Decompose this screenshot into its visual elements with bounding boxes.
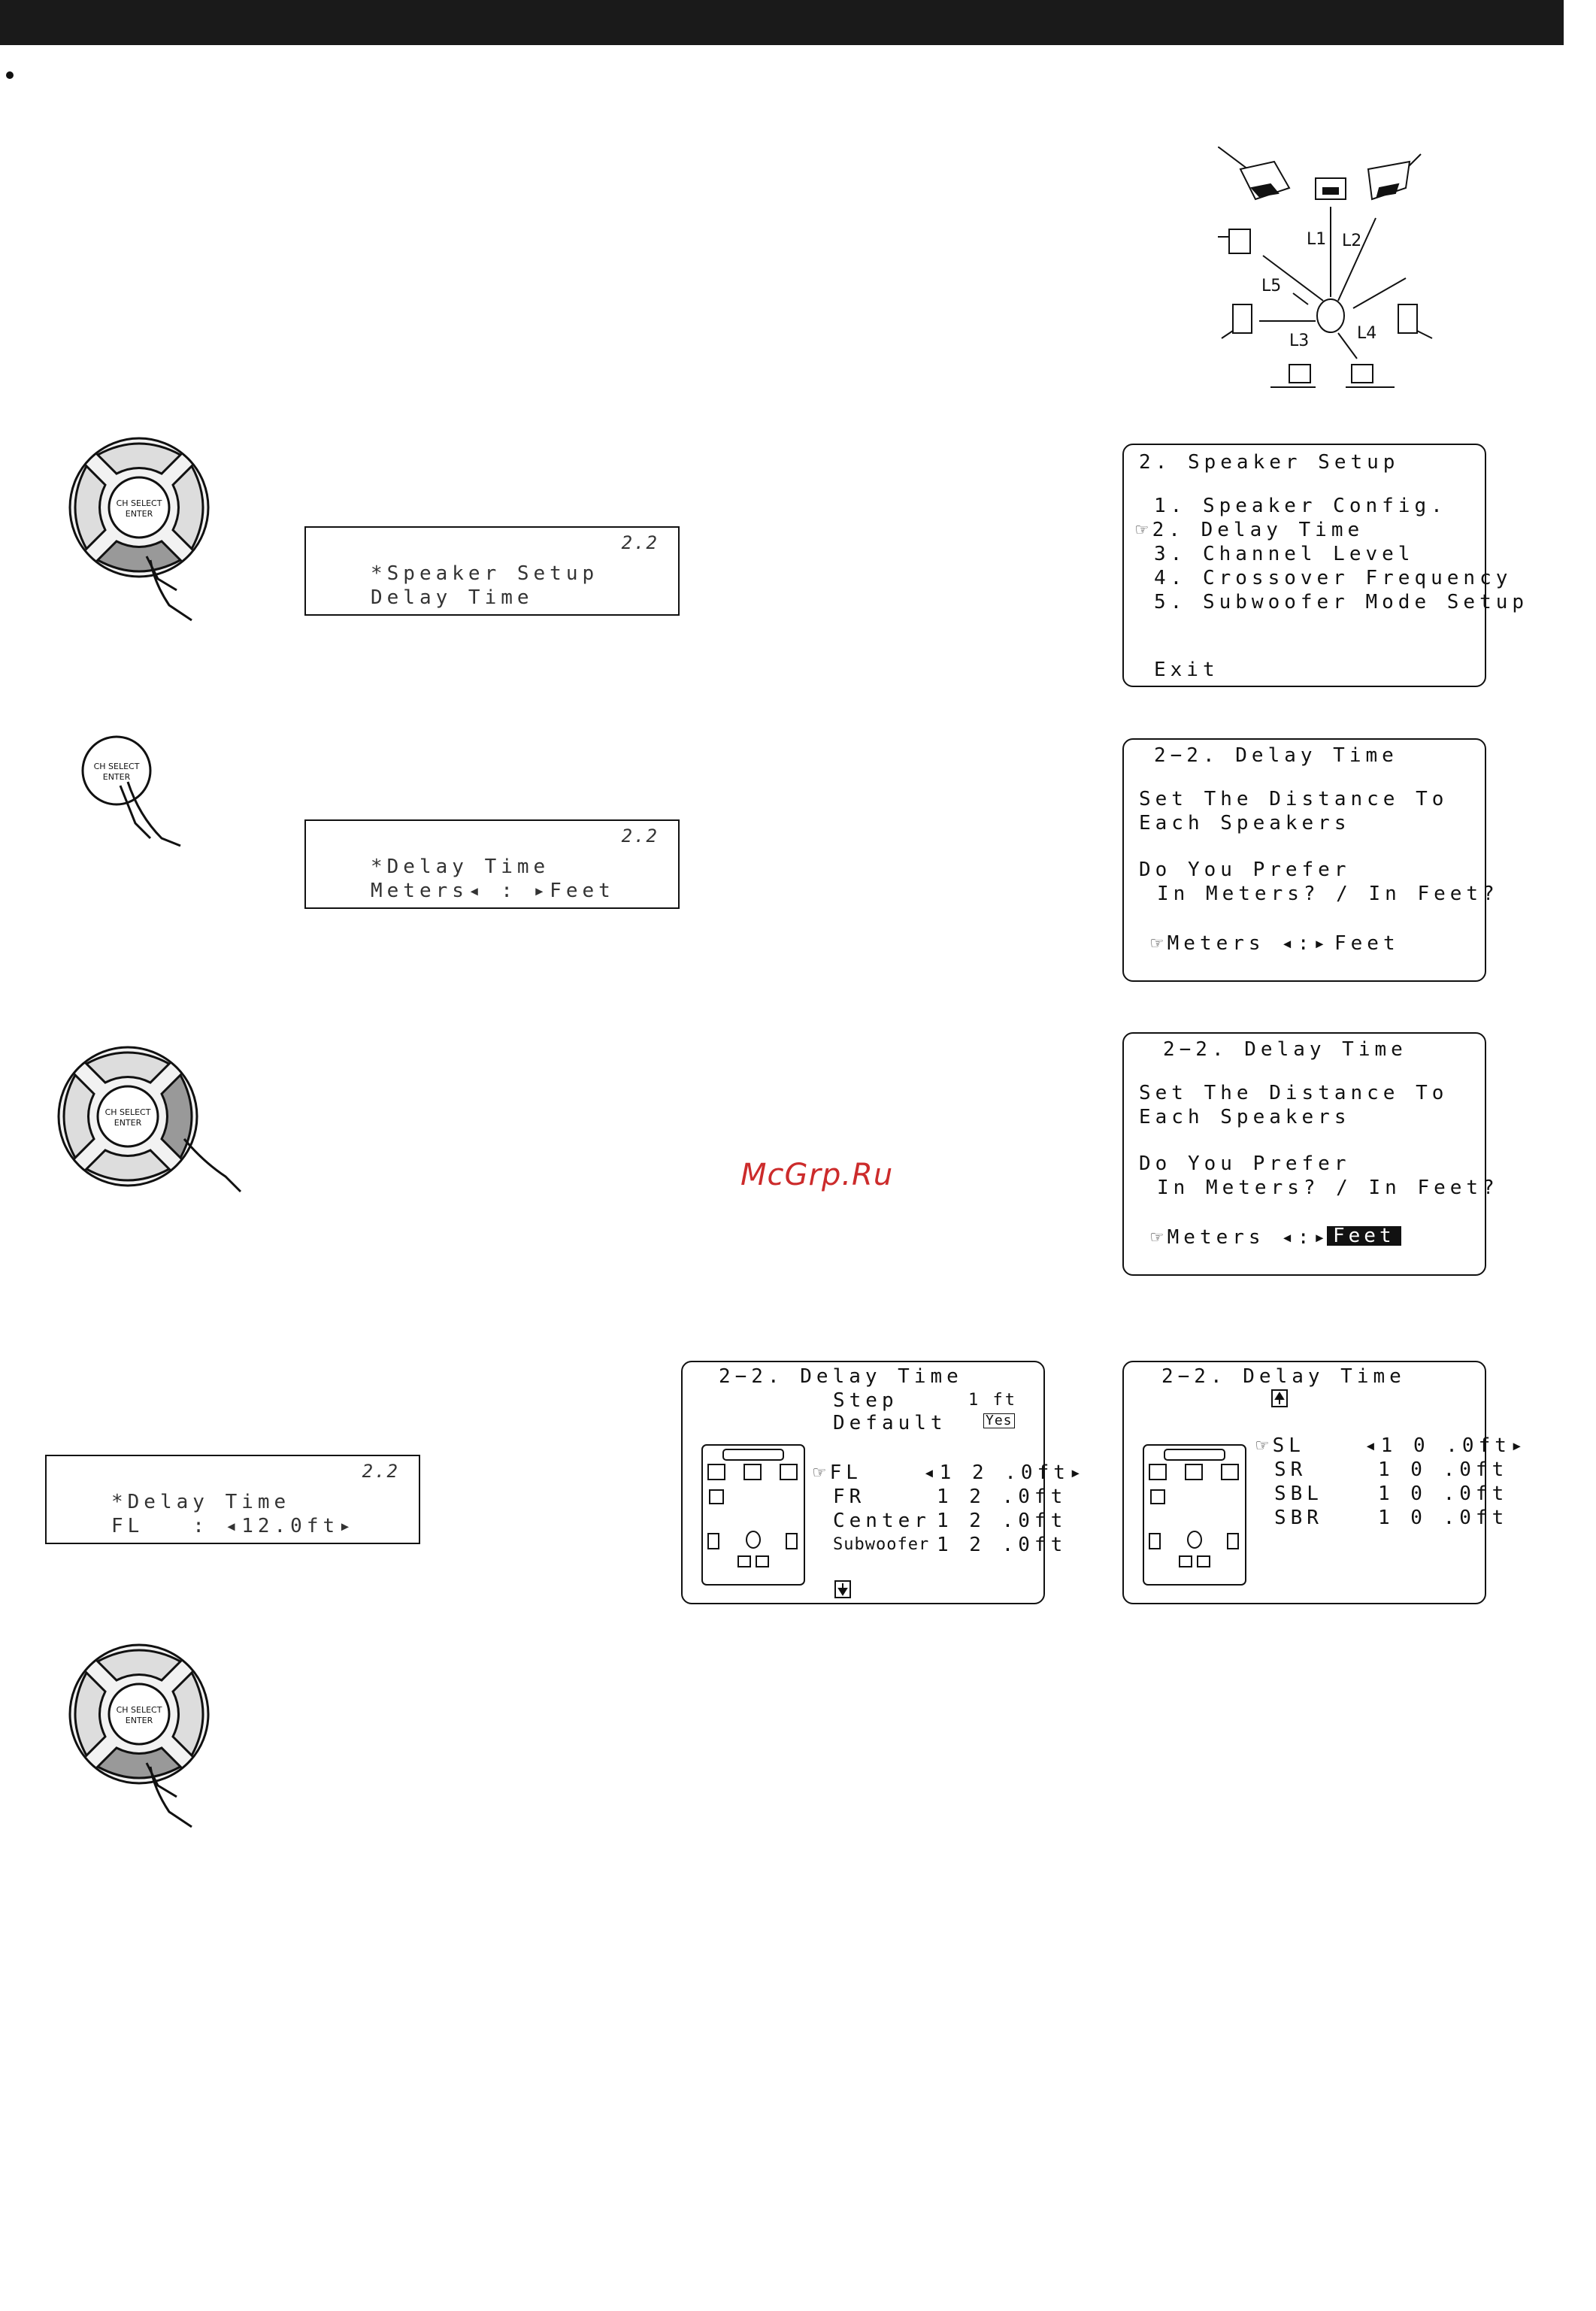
lcd-mode-number: 2.2 <box>362 1461 399 1482</box>
lcd-mode-number: 2.2 <box>621 825 659 847</box>
step-value[interactable]: 1 ft <box>968 1391 1017 1410</box>
option-meters[interactable]: ☞Meters ◂:▸ <box>1151 1226 1331 1249</box>
lcd-line-1: *Speaker Setup <box>371 562 599 585</box>
label-l3: L3 <box>1289 332 1309 350</box>
channel-row-name[interactable]: SBL <box>1274 1483 1323 1505</box>
remote-cursor-pad-down: CH SELECT ENTER <box>68 437 210 622</box>
channel-row-name[interactable]: FR <box>833 1486 866 1508</box>
lcd-display-2: 2.2 *Delay Time Meters◂ : ▸Feet <box>304 819 680 909</box>
speaker-map-icon <box>701 1444 805 1586</box>
channel-row-value[interactable]: 1 2 .0ft <box>937 1486 1068 1508</box>
osd-delay-time-surround: 2−2. Delay Time ☞SL ◂1 0 .0ft▸ SR 1 0 .0… <box>1122 1361 1523 1604</box>
option-meters[interactable]: ☞Meters ◂:▸ <box>1151 932 1331 955</box>
channel-row-name[interactable]: Center <box>833 1510 931 1532</box>
osd-title: 2−2. Delay Time <box>719 1365 963 1388</box>
menu-item-speaker-config[interactable]: 1. Speaker Config. <box>1154 495 1447 517</box>
remote-cursor-pad-right: CH SELECT ENTER <box>57 1046 242 1193</box>
label-l2: L2 <box>1342 232 1361 250</box>
osd-title: 2−2. Delay Time <box>1154 744 1398 767</box>
remote-label-top: CH SELECT <box>94 762 140 771</box>
osd-title: 2−2. Delay Time <box>1161 1365 1406 1388</box>
remote-label-top: CH SELECT <box>105 1107 151 1117</box>
osd-delay-time-unit-feet: 2−2. Delay Time Set The Distance To Each… <box>1122 1032 1495 1276</box>
osd-title: 2−2. Delay Time <box>1163 1038 1407 1061</box>
osd-title: 2. Speaker Setup <box>1139 451 1400 474</box>
option-feet-selected[interactable]: Feet <box>1327 1226 1401 1246</box>
menu-item-subwoofer-mode-setup[interactable]: 5. Subwoofer Mode Setup <box>1154 591 1529 613</box>
lcd-line-2: Delay Time <box>371 586 534 609</box>
step-label: Step <box>833 1389 898 1412</box>
osd-text-3: Do You Prefer <box>1139 1152 1351 1175</box>
option-feet[interactable]: Feet <box>1334 932 1400 955</box>
menu-item-delay-time[interactable]: ☞2. Delay Time <box>1136 519 1364 541</box>
scroll-down-icon[interactable] <box>834 1580 851 1598</box>
channel-row-name[interactable]: SBR <box>1274 1507 1323 1529</box>
channel-row-value[interactable]: 1 0 .0ft <box>1378 1458 1509 1481</box>
osd-text-2: Each Speakers <box>1139 1106 1351 1128</box>
speaker-layout-diagram: L1 L2 L5 L3 L4 <box>1218 147 1433 388</box>
menu-item-exit[interactable]: Exit <box>1154 659 1219 681</box>
channel-row-value[interactable]: 1 2 .0ft <box>937 1534 1068 1556</box>
remote-label-bottom: ENTER <box>114 1118 142 1128</box>
channel-row-value[interactable]: ◂1 2 .0ft▸ <box>923 1461 1086 1484</box>
remote-label-bottom: ENTER <box>126 1716 153 1725</box>
channel-row-value[interactable]: 1 0 .0ft <box>1378 1507 1509 1529</box>
osd-text-4: In Meters? / In Feet? <box>1157 1177 1499 1199</box>
remote-label-bottom: ENTER <box>126 509 153 519</box>
remote-label-top: CH SELECT <box>117 1705 162 1715</box>
remote-label-top: CH SELECT <box>117 498 162 508</box>
osd-delay-time-unit: 2−2. Delay Time Set The Distance To Each… <box>1122 738 1495 982</box>
label-l1: L1 <box>1307 230 1326 249</box>
bullet <box>6 71 14 79</box>
osd-text-4: In Meters? / In Feet? <box>1157 883 1499 905</box>
osd-speaker-setup: 2. Speaker Setup 1. Speaker Config. ☞2. … <box>1122 444 1524 687</box>
lcd-line-2: Meters◂ : ▸Feet <box>371 880 615 902</box>
default-value[interactable]: Yes <box>983 1413 1015 1428</box>
lcd-display-1: 2.2 *Speaker Setup Delay Time <box>304 526 680 616</box>
lcd-line-1: *Delay Time <box>111 1491 291 1513</box>
channel-row-name[interactable]: SR <box>1274 1458 1307 1481</box>
watermark: McGrp.Ru <box>740 1158 894 1192</box>
menu-item-crossover-frequency[interactable]: 4. Crossover Frequency <box>1154 567 1513 589</box>
channel-row-value[interactable]: ◂1 0 .0ft▸ <box>1364 1434 1528 1457</box>
lcd-line-2: FL : ◂12.0ft▸ <box>111 1515 356 1537</box>
channel-row-name[interactable]: Subwoofer <box>833 1535 930 1554</box>
osd-delay-time-front: 2−2. Delay Time Step 1 ft Default Yes ☞F… <box>681 1361 1082 1604</box>
lcd-line-1: *Delay Time <box>371 856 550 878</box>
channel-row-name[interactable]: ☞SL <box>1256 1434 1305 1457</box>
scroll-up-icon[interactable] <box>1271 1389 1288 1407</box>
osd-text-2: Each Speakers <box>1139 812 1351 834</box>
menu-item-channel-level[interactable]: 3. Channel Level <box>1154 543 1415 565</box>
lcd-display-3: 2.2 *Delay Time FL : ◂12.0ft▸ <box>45 1455 420 1544</box>
label-l5: L5 <box>1261 277 1281 295</box>
osd-text-1: Set The Distance To <box>1139 788 1449 810</box>
channel-row-value[interactable]: 1 0 .0ft <box>1378 1483 1509 1505</box>
remote-enter-button: CH SELECT ENTER <box>81 735 181 847</box>
lcd-mode-number: 2.2 <box>621 532 659 553</box>
remote-label-bottom: ENTER <box>103 772 131 782</box>
default-label: Default <box>833 1412 947 1434</box>
label-l4: L4 <box>1357 324 1376 343</box>
speaker-map-icon <box>1143 1444 1246 1586</box>
osd-text-1: Set The Distance To <box>1139 1082 1449 1104</box>
channel-row-name[interactable]: ☞FL <box>813 1461 862 1484</box>
remote-cursor-pad-down-2: CH SELECT ENTER <box>68 1643 210 1828</box>
header-bar <box>0 0 1564 45</box>
osd-text-3: Do You Prefer <box>1139 859 1351 881</box>
channel-row-value[interactable]: 1 2 .0ft <box>937 1510 1068 1532</box>
